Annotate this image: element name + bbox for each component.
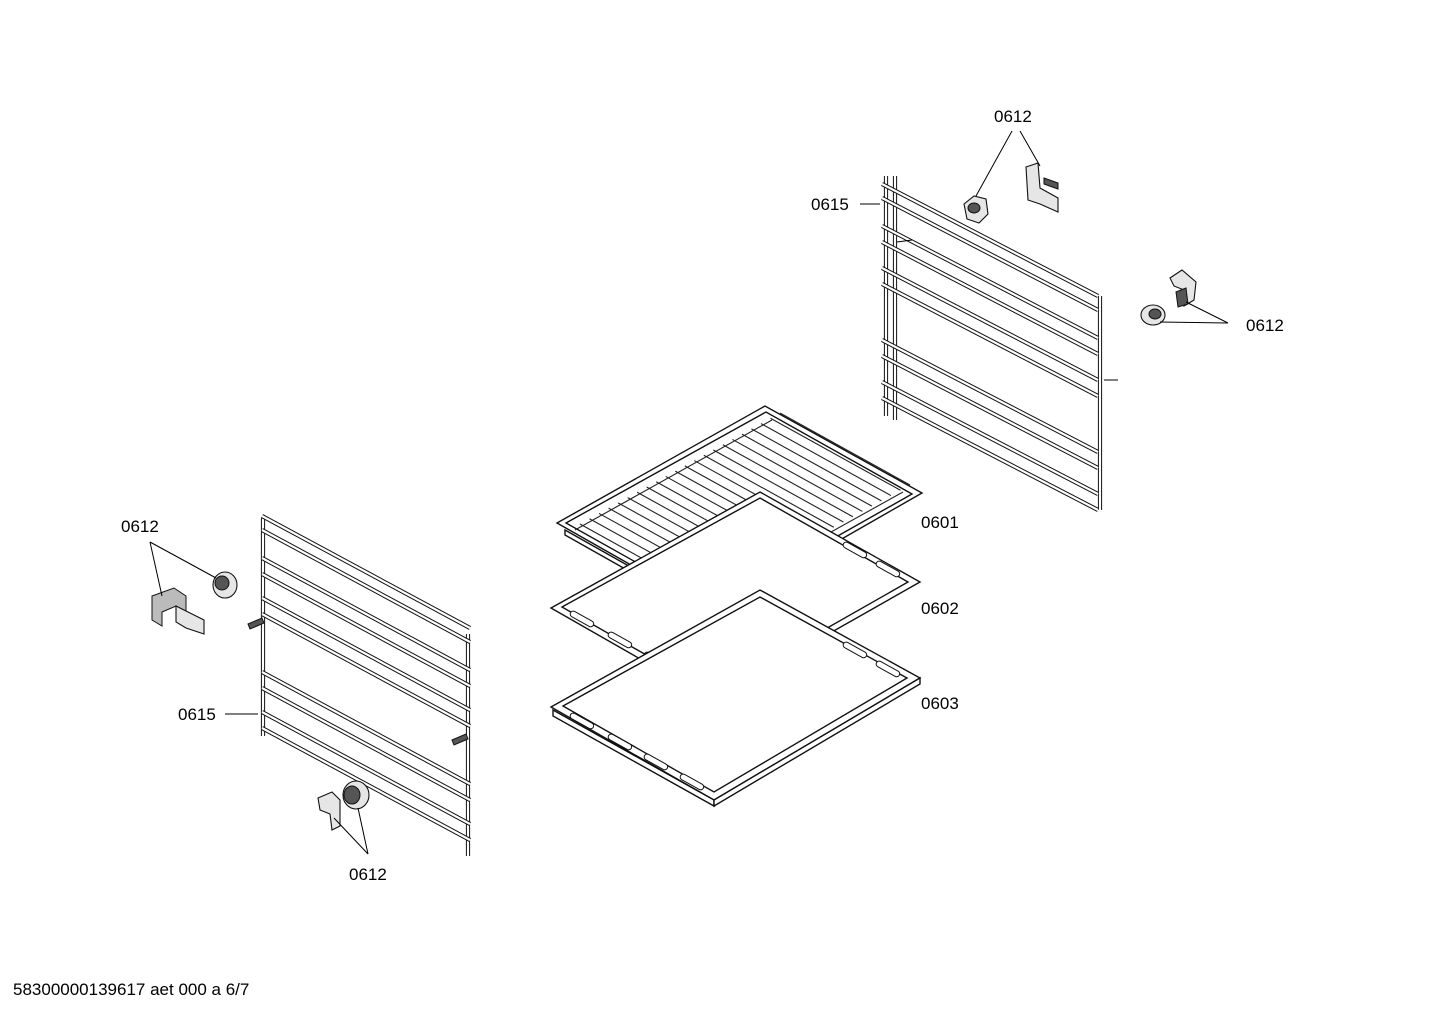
grid-bar: [779, 412, 911, 486]
tray-slot: [842, 541, 868, 559]
label-clip-left: 0612: [121, 517, 159, 536]
label-side-rail-left: 0615: [178, 705, 216, 724]
label-clip-top: 0612: [994, 107, 1032, 126]
tray-slot: [607, 631, 633, 649]
label-clip-bottom: 0612: [349, 865, 387, 884]
baking-tray-deep: [549, 589, 922, 808]
tray-slot: [569, 712, 595, 730]
tray-slot: [842, 641, 868, 659]
tray-slot: [607, 733, 633, 751]
tray-slot: [679, 773, 705, 791]
grid-bar: [741, 433, 873, 507]
grid-bar: [770, 417, 901, 491]
rack-clip-left-round: [212, 571, 238, 599]
label-tray-shallow: 0602: [921, 599, 959, 618]
rack-rung-inner: [261, 597, 471, 711]
rack-rung-inner: [261, 573, 471, 687]
rack-clip-top-bracket: [1025, 162, 1059, 213]
rack-rung-inner: [881, 355, 1099, 469]
rack-rung-inner: [881, 183, 1099, 297]
rack-rung-inner: [881, 397, 1099, 511]
rack-clip-top-round: [963, 195, 989, 224]
rack-rung-inner: [261, 671, 471, 785]
grid-bar: [760, 423, 892, 497]
side-rail-left: [247, 514, 471, 856]
rack-clip-right-bracket: [1169, 269, 1197, 308]
rack-clip-right-round: [1140, 304, 1166, 326]
grid-bar: [732, 438, 863, 512]
tray-slot: [569, 610, 595, 628]
rack-rung-inner: [881, 339, 1099, 453]
rack-rung-inner: [881, 225, 1099, 339]
rack-rung-inner: [881, 283, 1099, 397]
rack-rung-inner: [261, 727, 471, 841]
rack-rung-inner: [881, 241, 1099, 355]
rack-clip-bottom-round: [342, 780, 370, 810]
drawing-number: 58300000139617 aet 000 a 6/7: [13, 980, 250, 999]
grid-bar: [722, 444, 854, 518]
label-clip-right: 0612: [1246, 316, 1284, 335]
label-grid: 0601: [921, 513, 959, 532]
grid-bar: [713, 449, 844, 523]
label-side-rail-right: 0615: [811, 195, 849, 214]
rack-rung-inner: [881, 381, 1099, 495]
label-tray-deep: 0603: [921, 694, 959, 713]
tray-slot: [875, 560, 901, 578]
rack-rung-inner: [261, 711, 471, 825]
leader-lines: [149, 130, 1229, 855]
tray-slot: [875, 660, 901, 678]
rack-rung-inner: [881, 267, 1099, 381]
rack-rung-inner: [261, 613, 471, 727]
rack-clip-left-bracket: [151, 587, 205, 635]
rack-rung-inner: [261, 515, 471, 629]
grid-frame-bar: [574, 419, 773, 531]
rack-rung-inner: [261, 529, 471, 643]
rack-rung-inner: [261, 687, 471, 801]
tray-slot: [643, 753, 669, 771]
rack-rung-inner: [881, 197, 1099, 311]
grid-bar: [703, 454, 835, 528]
rack-rung-inner: [261, 557, 471, 671]
side-rail-right: [881, 176, 1118, 512]
baking-tray-shallow: [549, 491, 922, 701]
rack-clip-bottom-bracket: [317, 791, 341, 831]
grid-bar: [751, 428, 882, 502]
